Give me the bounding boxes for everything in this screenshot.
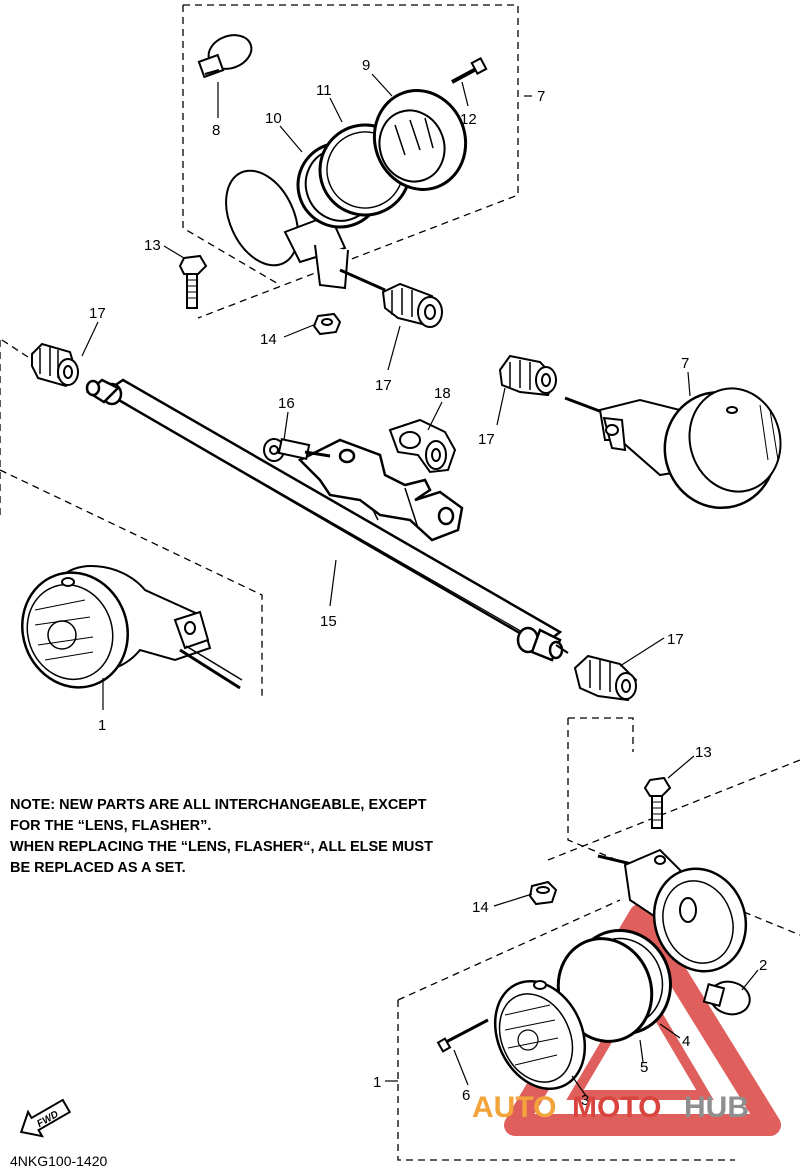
callout-18: 18 bbox=[434, 385, 451, 402]
note-line-4: BE REPLACED AS A SET. bbox=[10, 860, 186, 876]
callout-17-lower: 17 bbox=[667, 631, 684, 648]
callout-17-right: 17 bbox=[478, 431, 495, 448]
watermark-auto: AUTO bbox=[472, 1091, 556, 1124]
fwd-label: FWD bbox=[35, 1109, 60, 1130]
callout-5: 5 bbox=[640, 1059, 648, 1076]
callout-15: 15 bbox=[320, 613, 337, 630]
callout-7-right: 7 bbox=[681, 355, 689, 372]
bolt-13-top bbox=[178, 254, 208, 309]
leader-lines bbox=[81, 73, 759, 1097]
left-flasher-1 bbox=[21, 565, 243, 690]
stay-15 bbox=[85, 378, 569, 662]
callout-14-bottom: 14 bbox=[472, 899, 489, 916]
right-flasher-7 bbox=[498, 354, 782, 510]
callout-6: 6 bbox=[462, 1087, 470, 1104]
callout-17-top: 17 bbox=[375, 377, 392, 394]
callout-7-top: 7 bbox=[537, 88, 545, 105]
callout-12: 12 bbox=[460, 111, 477, 128]
callout-1-left: 1 bbox=[98, 717, 106, 734]
grommet-17-lower bbox=[573, 654, 638, 702]
callout-1-bottom: 1 bbox=[373, 1074, 381, 1091]
note-line-1: NOTE: NEW PARTS ARE ALL INTERCHANGEABLE,… bbox=[10, 797, 427, 813]
callout-8: 8 bbox=[212, 122, 220, 139]
bottom-flasher-assembly bbox=[436, 776, 751, 1091]
callout-10: 10 bbox=[265, 110, 282, 127]
callout-2: 2 bbox=[759, 957, 767, 974]
note-line-2: FOR THE “LENS, FLASHER”. bbox=[10, 818, 211, 834]
callout-17-left: 17 bbox=[89, 305, 106, 322]
watermark-text: AUTO MOTO HUB bbox=[472, 1091, 749, 1124]
watermark-moto: MOTO bbox=[572, 1091, 661, 1124]
fwd-arrow-icon: FWD bbox=[19, 1098, 72, 1138]
diagram-code: 4NKG100-1420 bbox=[10, 1153, 108, 1169]
screw-12 bbox=[451, 57, 488, 84]
callout-13-bottom: 13 bbox=[695, 744, 712, 761]
note-block: NOTE: NEW PARTS ARE ALL INTERCHANGEABLE,… bbox=[10, 797, 433, 876]
bulb-8 bbox=[197, 34, 253, 79]
grommet-17-left bbox=[31, 342, 79, 388]
watermark-hub: HUB bbox=[684, 1091, 749, 1124]
callout-13-top: 13 bbox=[144, 237, 161, 254]
top-flasher-assembly bbox=[178, 34, 488, 336]
callout-3: 3 bbox=[581, 1092, 589, 1109]
callout-4: 4 bbox=[682, 1033, 690, 1050]
grommet-17-top bbox=[381, 282, 443, 328]
clamp-18 bbox=[388, 418, 457, 474]
note-line-3: WHEN REPLACING THE “LENS, FLASHER“, ALL … bbox=[10, 839, 433, 855]
callout-numbers: 8 9 11 10 12 7 13 14 17 17 16 18 17 7 15… bbox=[89, 57, 767, 1109]
nut-14-top bbox=[312, 312, 342, 336]
callout-9: 9 bbox=[362, 57, 370, 74]
callout-11: 11 bbox=[316, 82, 332, 99]
bolt-16 bbox=[263, 438, 331, 462]
callout-16: 16 bbox=[278, 395, 295, 412]
callout-14-top: 14 bbox=[260, 331, 277, 348]
